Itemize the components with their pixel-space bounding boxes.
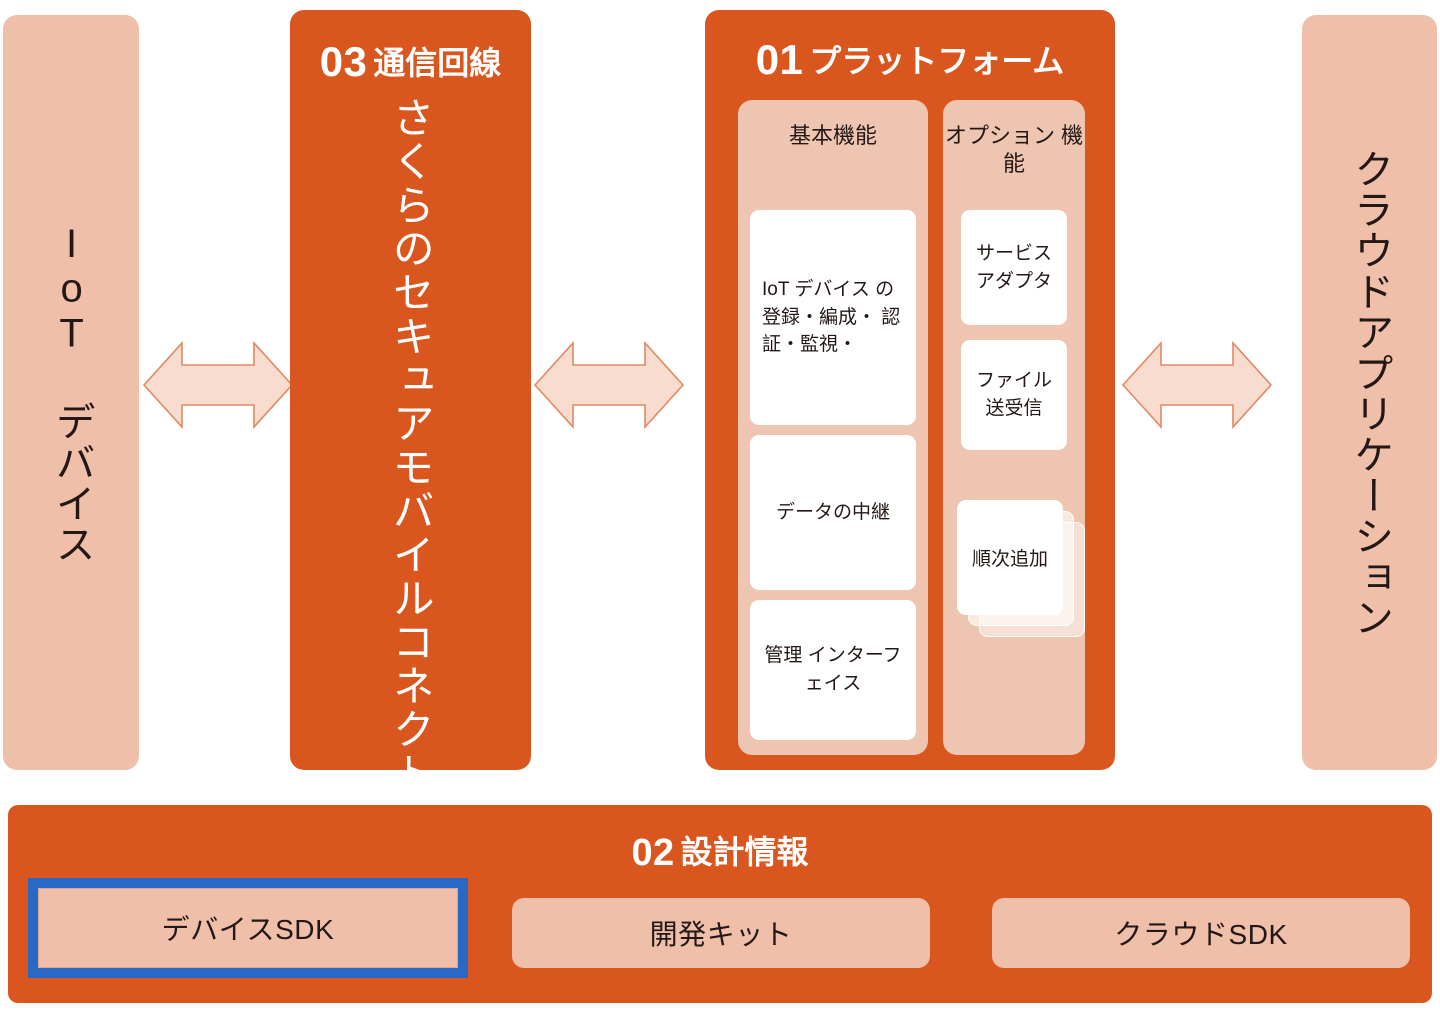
option-functions-panel: オプション 機能 サービス アダプタ ファイル 送受信 順次追加: [943, 100, 1085, 755]
design-number: 02: [631, 832, 675, 874]
chip-device-sdk[interactable]: デバイスSDK: [38, 888, 458, 968]
design-heading-label: 設計情報: [680, 834, 809, 870]
card-data-relay: データの中継: [750, 435, 916, 590]
chip-device-sdk-label: デバイスSDK: [161, 914, 335, 945]
platform-heading-label: プラットフォーム: [809, 43, 1065, 79]
line-column-heading-label: 通信回線: [373, 45, 502, 81]
arrow-platform-to-cloud: [1121, 335, 1273, 435]
card-device-registration-label: IoT デバイス の登録・編成・ 認証・監視・: [762, 279, 901, 356]
card-management-interface: 管理 インターフェイス: [750, 600, 916, 740]
double-arrow-icon: [142, 340, 294, 430]
cloud-application-column: クラウドアプリケーション: [1302, 15, 1437, 770]
iot-device-label: IoT デバイス: [49, 221, 94, 564]
chip-cloud-sdk[interactable]: クラウドSDK: [992, 898, 1410, 968]
basic-functions-panel: 基本機能 IoT デバイス の登録・編成・ 認証・監視・ データの中継 管理 イ…: [738, 100, 928, 755]
iot-device-column: IoT デバイス: [3, 15, 139, 770]
arrow-line-to-platform: [533, 335, 685, 435]
card-file-transfer-label: ファイル 送受信: [975, 370, 1052, 419]
double-arrow-icon: [1121, 340, 1273, 430]
platform-number: 01: [755, 36, 804, 83]
card-service-adapter: サービス アダプタ: [961, 210, 1067, 325]
card-stack-sequential-additions: 順次追加: [957, 500, 1087, 645]
double-arrow-icon: [533, 340, 685, 430]
basic-functions-title: 基本機能: [788, 123, 877, 148]
card-device-registration: IoT デバイス の登録・編成・ 認証・監視・: [750, 210, 916, 425]
chip-device-sdk-highlight[interactable]: デバイスSDK: [28, 878, 468, 978]
card-management-interface-label: 管理 インターフェイス: [764, 645, 902, 694]
chip-cloud-sdk-label: クラウドSDK: [1114, 919, 1288, 950]
card-data-relay-label: データの中継: [775, 501, 890, 523]
chip-development-kit-label: 開発キット: [649, 919, 793, 950]
arrow-iot-to-line: [142, 335, 294, 435]
card-file-transfer: ファイル 送受信: [961, 340, 1067, 450]
option-functions-title: オプション 機能: [944, 123, 1084, 176]
card-sequential-addition: 順次追加: [957, 500, 1063, 615]
line-column-label: さくらのセキュアモバイルコネクト: [387, 96, 435, 795]
chip-development-kit[interactable]: 開発キット: [512, 898, 930, 968]
card-service-adapter-label: サービス アダプタ: [975, 242, 1052, 292]
line-column-number: 03: [319, 38, 368, 85]
card-sequential-addition-label: 順次追加: [971, 549, 1048, 570]
cloud-application-label: クラウドアプリケーション: [1348, 147, 1393, 638]
